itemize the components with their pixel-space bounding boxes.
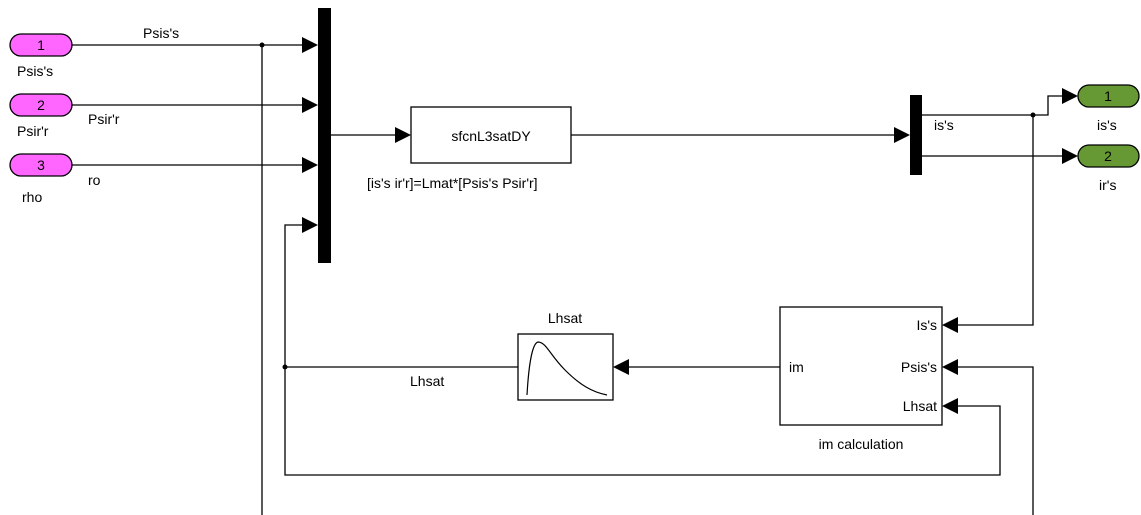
signal-label-psis: Psis's [143,25,179,41]
arrow-lookup-in [613,359,629,375]
subsystem-output-im: im [789,359,804,375]
sfunction-block[interactable]: sfcnL3satDY [is's ir'r]=Lmat*[Psis's Psi… [367,106,572,191]
inport-3-shape[interactable] [9,153,73,177]
arrow-sub-in1 [942,317,958,333]
arrow-demux-in [894,127,910,143]
signal-label-lhsat: Lhsat [410,373,444,389]
arrow-mux-in4 [302,217,318,233]
inport-1[interactable]: 1 Psis's [9,33,73,79]
inport-2-name: Psir'r [17,123,49,139]
inport-1-shape[interactable] [9,33,73,57]
lookup-curve-icon [526,341,608,396]
subsystem-caption: im calculation [819,436,904,452]
subsystem-input-lhsat: Lhsat [903,398,937,414]
inport-3-name: rho [22,189,42,205]
lookup-title: Lhsat [548,310,582,326]
lookup-block[interactable]: Lhsat [517,310,614,401]
outport-1-number: 1 [1104,88,1112,104]
signal-label-is: is's [934,117,954,133]
arrow-mux-in2 [302,97,318,113]
arrow-sub-in2 [942,359,958,375]
subsystem-block[interactable]: im Is's Psis's Lhsat im calculation [779,306,943,452]
arrow-mux-in3 [302,157,318,173]
outport-2-shape[interactable] [1077,144,1140,168]
signal-wires [72,44,1063,515]
inport-3[interactable]: 3 rho [9,153,73,205]
junction-psis [259,42,265,48]
arrow-mux-in1 [302,37,318,53]
junction-is [1030,112,1036,118]
inport-1-name: Psis's [17,63,53,79]
sfunction-name: sfcnL3satDY [451,128,531,144]
outport-2[interactable]: 2 ir's [1077,144,1140,193]
wire-is-branch[interactable] [957,115,1034,326]
wire-lhsat-mux[interactable] [284,224,305,367]
lookup-box[interactable] [517,333,614,401]
arrow-out1 [1062,88,1078,104]
arrow-sfcn-in [395,127,411,143]
inport-3-number: 3 [37,157,45,173]
inport-2-number: 2 [37,97,45,113]
sfunction-caption: [is's ir'r]=Lmat*[Psis's Psir'r] [367,175,538,191]
arrow-sub-in3 [942,398,958,414]
signal-label-ro: ro [88,172,101,188]
outport-1[interactable]: 1 is's [1077,84,1140,133]
outport-2-number: 2 [1104,148,1112,164]
wire-psis-return[interactable] [957,366,1034,515]
outport-1-shape[interactable] [1077,84,1140,108]
subsystem-input-is: Is's [916,317,937,333]
inport-2-shape[interactable] [9,93,73,117]
wire-demux-out1[interactable] [921,95,1062,116]
wire-lhsat-feedback[interactable] [284,367,1001,476]
outport-1-name: is's [1097,117,1117,133]
inport-2[interactable]: 2 Psir'r [9,93,73,139]
arrowheads [302,37,1078,414]
subsystem-box[interactable] [779,306,943,426]
demux-block[interactable] [910,95,922,175]
mux-block[interactable] [318,8,331,263]
inport-1-number: 1 [37,37,45,53]
sfunction-box[interactable] [410,106,572,164]
outport-2-name: ir's [1099,177,1116,193]
arrow-out2 [1062,148,1078,164]
junction-lhsat [282,364,288,370]
subsystem-input-psis: Psis's [901,359,937,375]
signal-label-psir: Psir'r [88,111,120,127]
